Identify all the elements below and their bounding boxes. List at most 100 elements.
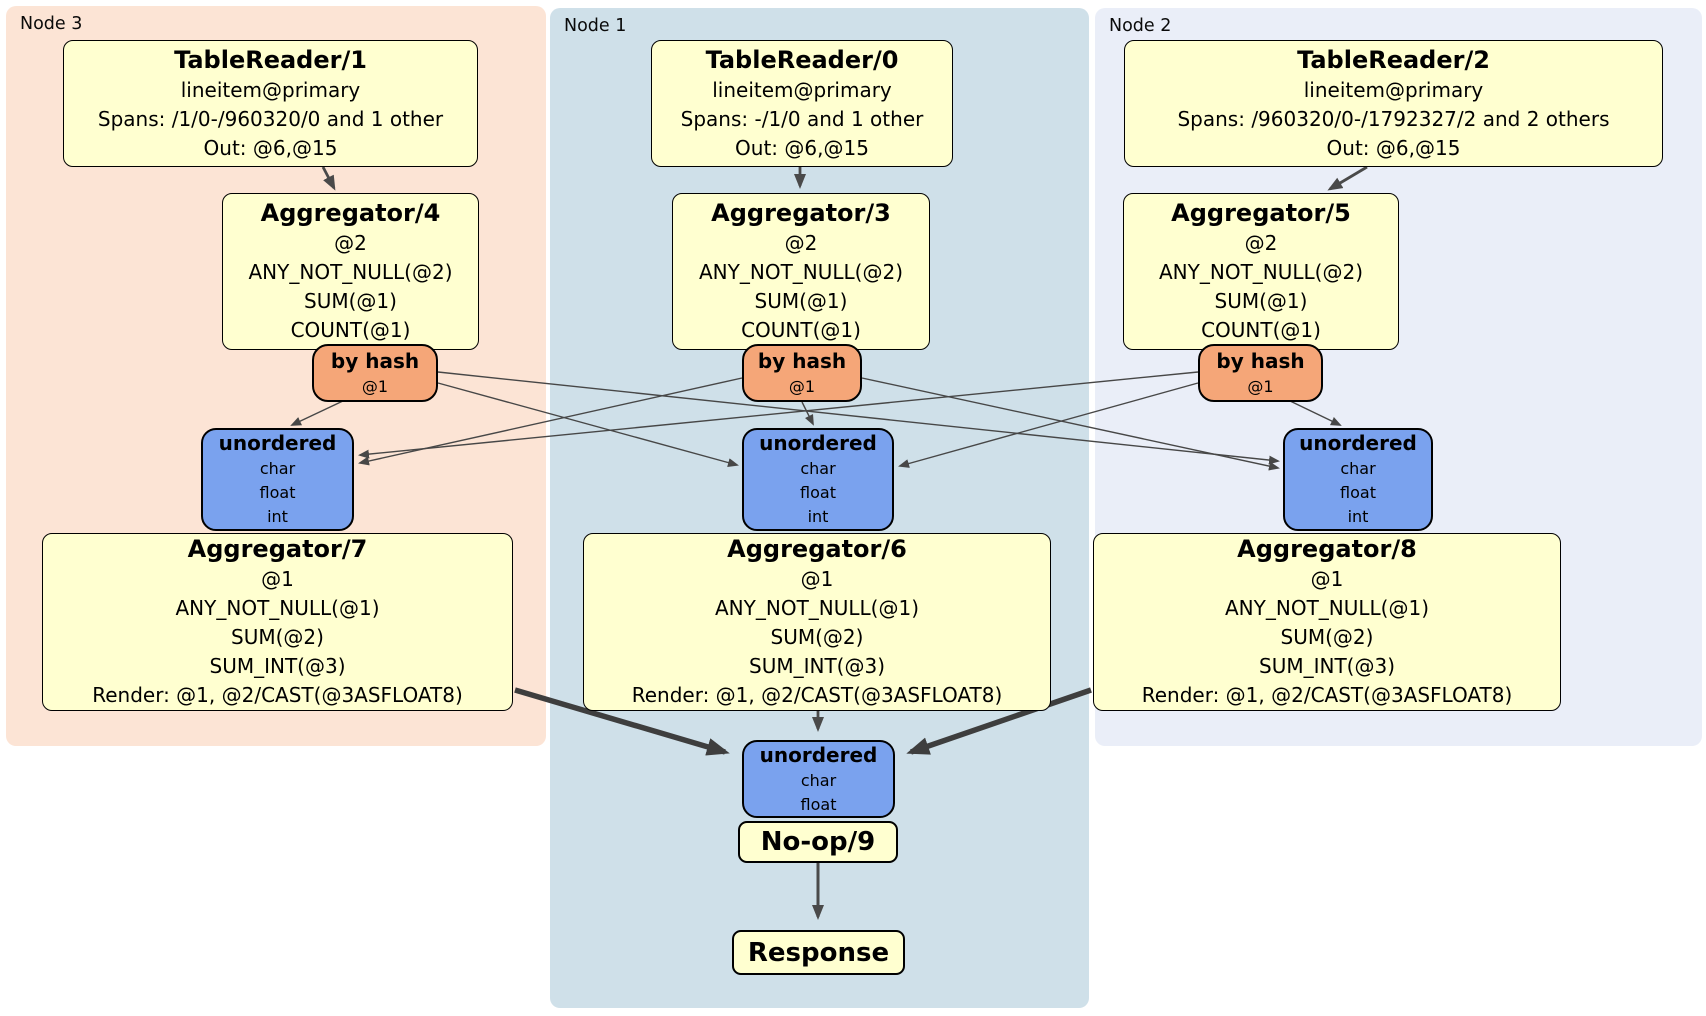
router-title: by hash	[1216, 348, 1305, 373]
edge-byhash1-unordered2	[861, 377, 1280, 471]
box-line: SUM(@2)	[231, 625, 324, 649]
response-box: Response	[732, 930, 905, 975]
edge-byhash3-unordered3	[290, 399, 346, 426]
box-title: TableReader/1	[174, 45, 367, 74]
stream-title: unordered	[1299, 431, 1417, 455]
box-line: COUNT(@1)	[1201, 318, 1321, 342]
stream-title: unordered	[218, 431, 337, 455]
box-title: Aggregator/7	[187, 535, 368, 563]
router-key: @1	[1247, 376, 1274, 396]
box-line: Out: @6,@15	[1326, 135, 1461, 160]
box-line: @1	[1310, 567, 1344, 591]
box-line: @2	[334, 231, 367, 255]
router-key: @1	[361, 376, 389, 396]
stream-type: int	[267, 507, 288, 526]
stream-type: char	[259, 459, 296, 478]
stream-type: char	[1340, 459, 1376, 478]
box-title: TableReader/2	[1297, 45, 1490, 74]
box-line: SUM_INT(@3)	[749, 654, 885, 678]
aggregator-3-box: Aggregator/3 @2 ANY_NOT_NULL(@2) SUM(@1)…	[672, 193, 930, 350]
edge-tablereader2-aggregator5	[1327, 165, 1368, 191]
box-line: COUNT(@1)	[290, 318, 411, 342]
region-node3-label: Node 3	[20, 14, 83, 34]
aggregator-6-box: Aggregator/6 @1 ANY_NOT_NULL(@1) SUM(@2)…	[583, 533, 1051, 711]
box-line: Out: @6,@15	[735, 135, 869, 160]
box-line: Spans: -/1/0 and 1 other	[680, 106, 924, 131]
edge-byhash2-unordered2	[1287, 399, 1342, 426]
tablereader-0-box: TableReader/0 lineitem@primary Spans: -/…	[651, 40, 953, 167]
box-line: @2	[784, 231, 818, 255]
box-title: Aggregator/3	[711, 199, 891, 227]
box-line: Spans: /960320/0-/1792327/2 and 2 others	[1177, 106, 1610, 131]
aggregator-4-box: Aggregator/4 @2 ANY_NOT_NULL(@2) SUM(@1)…	[222, 193, 479, 350]
box-line: @2	[1244, 231, 1278, 255]
tablereader-2-box: TableReader/2 lineitem@primary Spans: /9…	[1124, 40, 1663, 167]
box-line: SUM_INT(@3)	[209, 654, 346, 678]
box-line: Render: @1, @2/CAST(@3ASFLOAT8)	[631, 683, 1003, 707]
aggregator-5-box: Aggregator/5 @2 ANY_NOT_NULL(@2) SUM(@1)…	[1123, 193, 1399, 350]
edge-byhash3-unordered2	[437, 371, 1280, 465]
box-line: Render: @1, @2/CAST(@3ASFLOAT8)	[92, 683, 463, 707]
hash-router-node1: by hash @1	[742, 344, 862, 402]
box-line: COUNT(@1)	[741, 318, 861, 342]
box-line: ANY_NOT_NULL(@2)	[699, 260, 903, 284]
router-title: by hash	[757, 348, 847, 373]
stream-title: unordered	[759, 742, 878, 767]
box-line: ANY_NOT_NULL(@1)	[175, 596, 380, 620]
router-title: by hash	[330, 348, 420, 373]
edge-aggregator8-final-unordered	[906, 687, 1092, 755]
box-title: Aggregator/5	[1171, 199, 1351, 227]
box-line: SUM(@2)	[770, 625, 864, 649]
edge-byhash2-unordered1	[898, 382, 1199, 468]
box-title: Aggregator/6	[727, 535, 907, 563]
stream-title: unordered	[759, 431, 877, 455]
stream-type: int	[1347, 507, 1369, 526]
aggregator-8-box: Aggregator/8 @1 ANY_NOT_NULL(@1) SUM(@2)…	[1093, 533, 1561, 711]
stream-type: char	[800, 459, 836, 478]
region-node1-label: Node 1	[564, 16, 627, 36]
hash-router-node3: by hash @1	[312, 344, 438, 402]
box-line: ANY_NOT_NULL(@2)	[248, 260, 453, 284]
stream-type: char	[800, 770, 837, 790]
tablereader-1-box: TableReader/1 lineitem@primary Spans: /1…	[63, 40, 478, 167]
stream-unordered-final: unordered char float	[742, 740, 895, 818]
box-line: @1	[800, 567, 834, 591]
box-line: @1	[261, 567, 294, 591]
box-line: Out: @6,@15	[203, 135, 338, 160]
hash-router-node2: by hash @1	[1198, 344, 1323, 402]
edge-byhash3-unordered1	[437, 382, 739, 467]
box-line: Spans: /1/0-/960320/0 and 1 other	[97, 106, 444, 131]
box-line: SUM(@1)	[304, 289, 397, 313]
box-line: lineitem@primary	[1303, 77, 1484, 102]
router-key: @1	[788, 376, 816, 396]
edge-aggregator7-final-unordered	[514, 687, 730, 756]
edge-byhash2-unordered3	[358, 371, 1199, 459]
edge-byhash1-unordered1	[801, 401, 814, 426]
box-title: Aggregator/4	[260, 199, 441, 227]
box-title: Aggregator/8	[1237, 535, 1417, 563]
stream-type: float	[800, 483, 836, 502]
stream-type: int	[807, 507, 829, 526]
box-line: SUM(@1)	[754, 289, 848, 313]
box-line: lineitem@primary	[180, 77, 361, 102]
edge-tablereader1-aggregator4	[321, 166, 336, 191]
box-title: TableReader/0	[705, 45, 899, 74]
stream-type: float	[800, 794, 837, 814]
stream-type: float	[1340, 483, 1376, 502]
box-line: ANY_NOT_NULL(@1)	[1225, 596, 1429, 620]
box-line: ANY_NOT_NULL(@1)	[715, 596, 919, 620]
box-title: No-op/9	[760, 827, 876, 857]
box-line: ANY_NOT_NULL(@2)	[1159, 260, 1363, 284]
box-line: Render: @1, @2/CAST(@3ASFLOAT8)	[1141, 683, 1513, 707]
aggregator-7-box: Aggregator/7 @1 ANY_NOT_NULL(@1) SUM(@2)…	[42, 533, 513, 711]
box-line: SUM(@2)	[1280, 625, 1374, 649]
stream-unordered-node2: unordered char float int	[1283, 428, 1433, 531]
box-title: Response	[747, 937, 890, 968]
region-node2-label: Node 2	[1109, 16, 1172, 36]
box-line: lineitem@primary	[712, 77, 892, 102]
noop-box: No-op/9	[738, 821, 898, 863]
stream-unordered-node3: unordered char float int	[201, 428, 354, 531]
stream-type: float	[259, 483, 296, 502]
